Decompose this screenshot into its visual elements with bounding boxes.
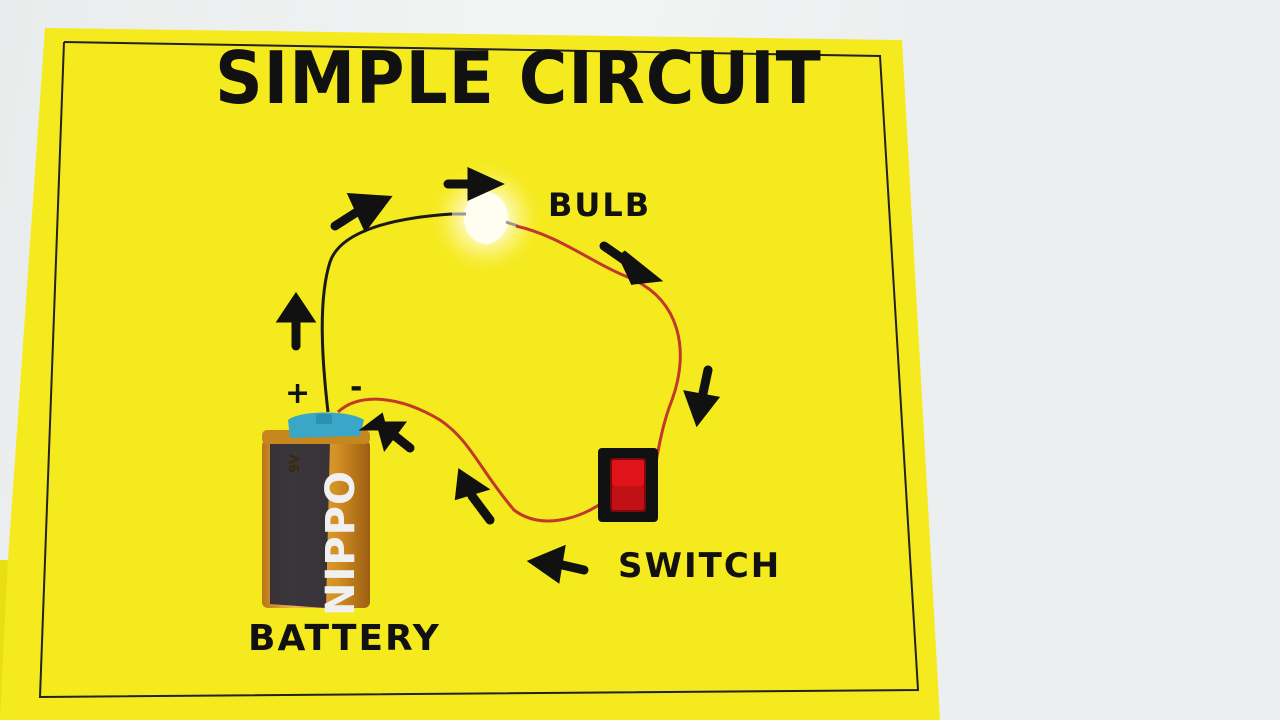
switch-label: SWITCH xyxy=(618,546,782,586)
battery-icon xyxy=(262,412,370,608)
arrow-icon xyxy=(358,412,415,453)
black-wire xyxy=(320,212,453,413)
arrow-icon xyxy=(330,193,393,233)
current-arrows xyxy=(275,167,721,584)
arrow-icon xyxy=(683,365,721,428)
arrow-icon xyxy=(443,167,505,201)
red-wire-switch-battery xyxy=(336,397,607,523)
arrow-icon xyxy=(599,241,664,285)
battery-brand-text: NIPPO xyxy=(318,470,364,616)
red-wire-bulb-switch xyxy=(515,224,682,463)
switch-icon xyxy=(598,448,658,522)
bulb-icon xyxy=(428,160,544,276)
arrow-icon xyxy=(526,544,589,584)
bulb-label: BULB xyxy=(548,186,652,224)
battery-label: BATTERY xyxy=(248,618,441,659)
arrow-icon xyxy=(454,468,495,525)
poster-board xyxy=(0,28,940,720)
arrow-icon xyxy=(275,291,317,351)
poster-title: SIMPLE CIRCUIT xyxy=(215,36,822,120)
battery-voltage-text: 9V xyxy=(288,453,304,474)
negative-terminal-label: - xyxy=(350,370,365,405)
positive-terminal-label: + xyxy=(285,376,313,411)
